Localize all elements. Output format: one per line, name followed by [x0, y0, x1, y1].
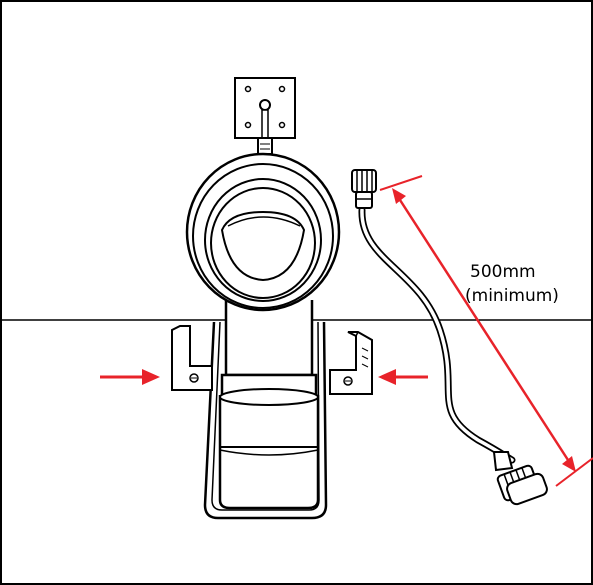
cable-connector-icon: [351, 169, 377, 209]
dimension-indicator: [379, 175, 593, 487]
left-bracket-icon: [171, 325, 213, 391]
sensor-cable: [358, 206, 516, 464]
left-arrow-icon: [100, 369, 160, 385]
right-bracket-icon: [329, 331, 373, 395]
wall-mount-plate-icon: [234, 77, 296, 155]
right-arrow-icon: [378, 369, 428, 385]
drain-pipe: [218, 373, 320, 510]
elbow-neck: [224, 300, 314, 377]
cable-plug-icon: [492, 451, 548, 506]
dimension-label-length: 500mm: [470, 262, 536, 282]
urinal-bowl-icon: [185, 152, 341, 312]
dimension-label-note: (minimum): [465, 286, 559, 306]
